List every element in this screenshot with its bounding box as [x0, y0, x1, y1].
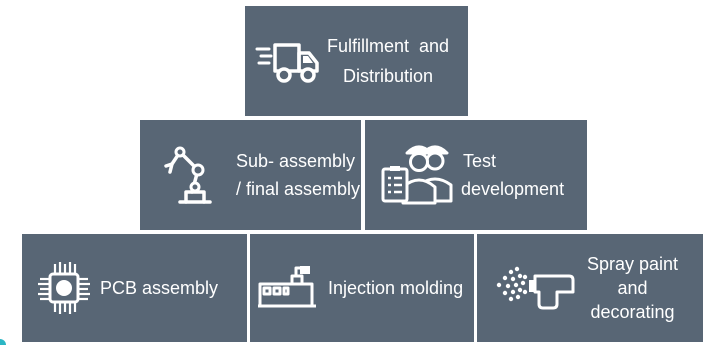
robot-arm-icon	[164, 146, 212, 204]
truck-icon	[255, 43, 319, 83]
block-label: Fulfillment and Distribution	[327, 34, 449, 88]
label-line: Injection molding	[328, 278, 464, 298]
block-label: PCB assembly	[100, 276, 218, 300]
engineers-checklist-icon	[381, 145, 453, 205]
block-fulfillment: Fulfillment and Distribution	[245, 6, 468, 116]
block-label: Injection molding	[328, 276, 463, 300]
label-line: PCB assembly	[100, 278, 219, 298]
block-sub-assembly: Sub- assembly / final assembly	[140, 120, 361, 230]
chip-icon	[38, 262, 90, 314]
label-line: Spray paint	[587, 254, 679, 274]
block-label: Spray paint and decorating	[587, 252, 678, 324]
label-line: Fulfillment and	[327, 36, 450, 56]
label-line: decorating	[590, 302, 675, 322]
block-label: Test development	[461, 149, 564, 201]
block-pcb-assembly: PCB assembly	[22, 234, 247, 342]
label-line: Test	[463, 151, 497, 171]
block-label: Sub- assembly / final assembly	[236, 149, 360, 201]
spray-gun-icon	[496, 266, 575, 310]
label-line: Distribution	[343, 66, 434, 86]
injection-machine-icon	[258, 266, 316, 308]
label-line: development	[461, 179, 565, 199]
corner-accent	[0, 339, 6, 345]
label-line: Sub- assembly	[236, 151, 356, 171]
block-injection-molding: Injection molding	[250, 234, 474, 342]
label-line: and	[617, 278, 648, 298]
label-line: / final assembly	[236, 179, 361, 199]
block-test-development: Test development	[365, 120, 587, 230]
block-spray-paint: Spray paint and decorating	[477, 234, 703, 342]
